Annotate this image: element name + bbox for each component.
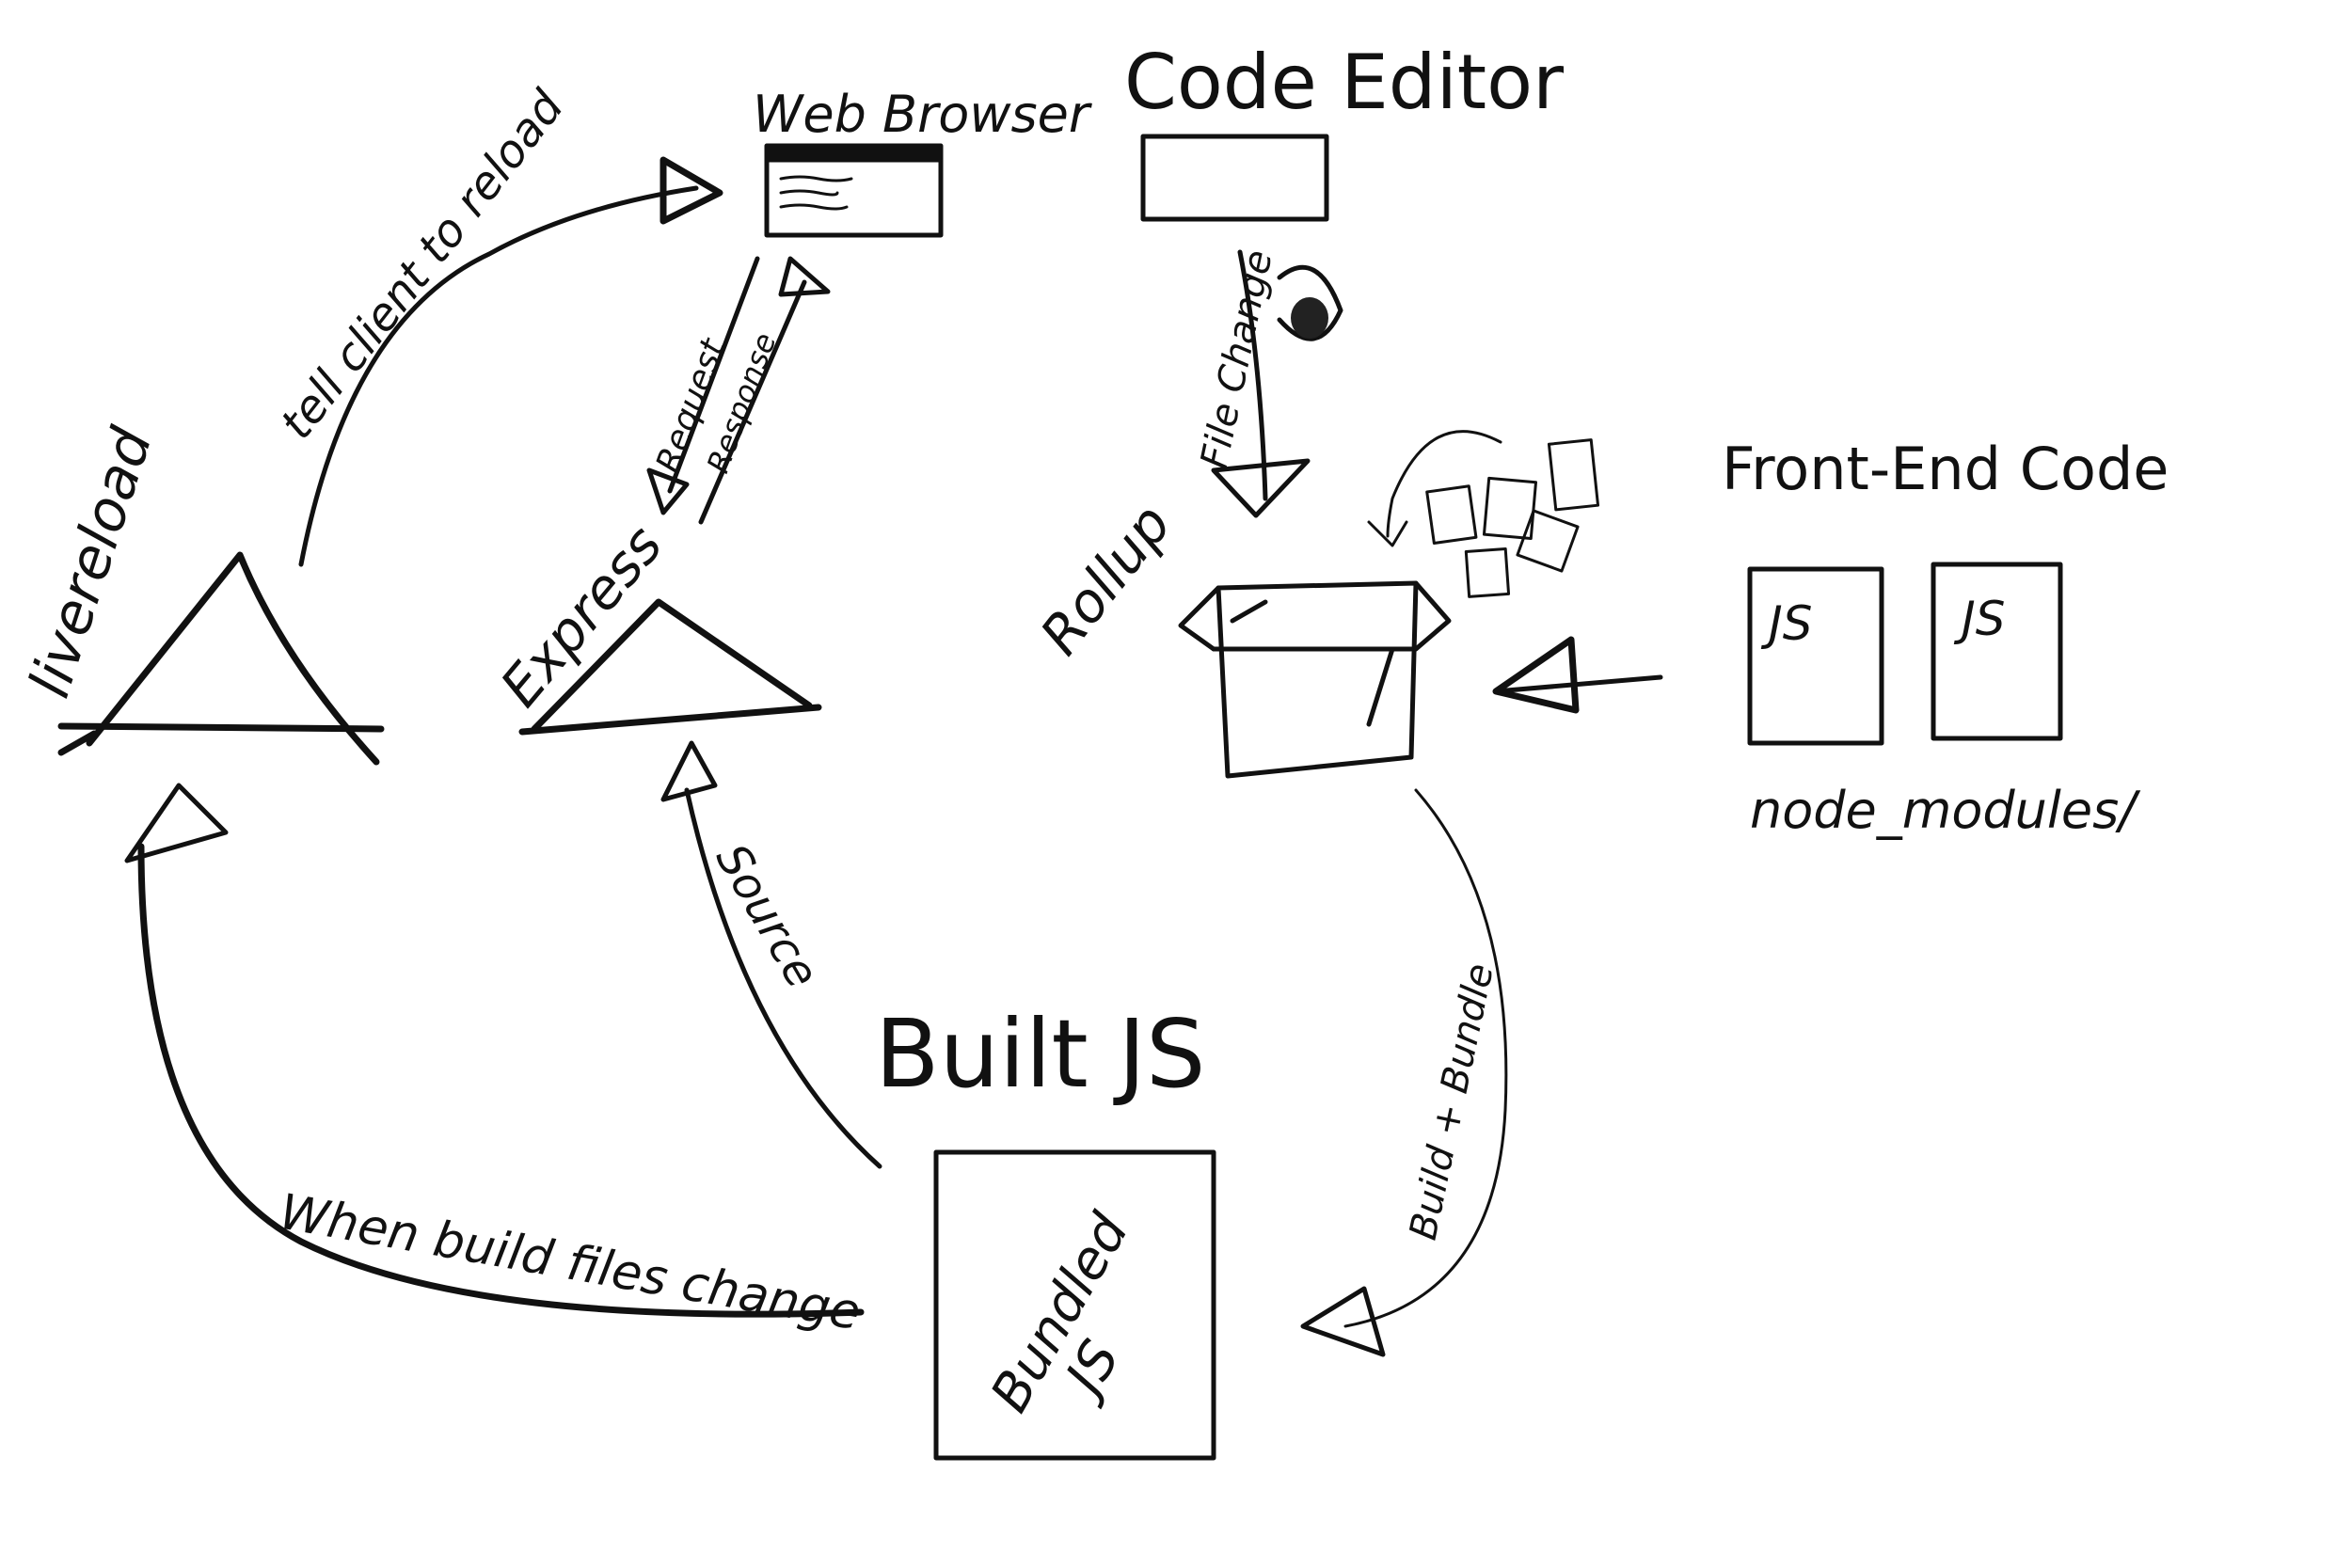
build-bundle-label: Build + Bundle [1402,959,1502,1243]
web-browser-icon [764,143,944,238]
front-end-to-rollup-arrow [1492,636,1663,714]
when-build-label: When build files change [276,1184,865,1342]
js-file-2-label: JS [1953,592,2005,646]
js-file-1 [1747,566,1884,746]
source-arrow [660,740,882,1169]
response-arrow [698,256,831,525]
file-change-label: File Change [1193,246,1281,472]
bundled-label: Bundled [979,1203,1141,1422]
tell-client-reload-arrow [298,156,723,567]
file-change-arrow [1211,249,1311,518]
rollup-label: Rollup [1027,493,1183,667]
tell-client-label: tell client to reload [270,81,574,450]
bundled-js-box [933,1149,1216,1461]
livereload-label: livereload [17,420,166,705]
node-modules-label: node_modules/ [1750,781,2141,840]
express-triangle [518,598,822,736]
build-bundle-arrow [1300,788,1508,1357]
front-end-code-label: Front-End Code [1722,435,2169,503]
livereload-triangle [57,551,385,766]
built-js-label: Built JS [875,999,1206,1109]
eye-icon [1277,264,1343,341]
rollup-box-icon [1178,580,1452,779]
code-editor-window [1140,134,1329,222]
request-arrow [646,256,760,515]
web-browser-label: Web Browser [753,85,1092,144]
code-editor-label: Code Editor [1124,39,1564,126]
js-file-1-label: JS [1760,596,1812,651]
js-file-2 [1931,562,2063,741]
flying-files-icon [1367,430,1600,598]
when-build-change-arrow [124,783,865,1318]
